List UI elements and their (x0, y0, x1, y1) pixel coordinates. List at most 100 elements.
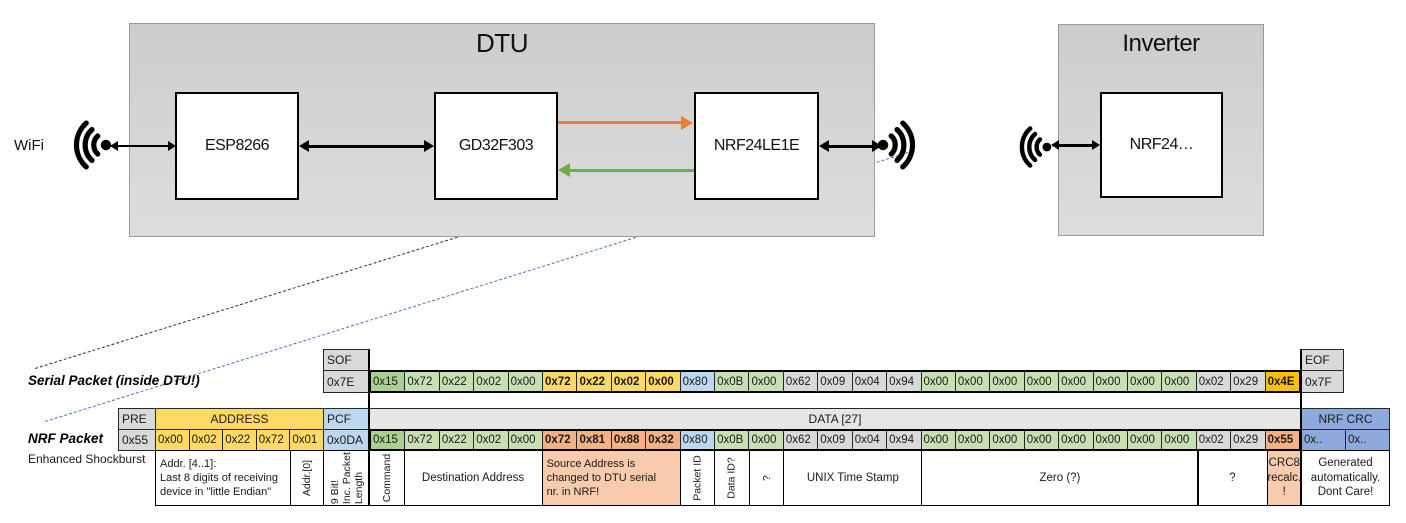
annotation-vertical-text: Command (380, 453, 393, 503)
byte-cell: 0x94 (887, 372, 922, 391)
sof-value-cell: 0x7E (323, 370, 370, 393)
annotation-cell: Destination Address (403, 450, 543, 506)
byte-cell: 0x00 (1024, 372, 1060, 391)
annotation-cell: Addr. [4..1]: Last 8 digits of receiving… (155, 450, 292, 506)
wifi-label: WiFi (14, 137, 44, 154)
annotation-cell: Generated automatically. Dont Care! (1301, 450, 1390, 506)
wifi-icon-inverter (1019, 126, 1052, 168)
byte-cell: 0x00 (1127, 431, 1163, 449)
byte-cell: 0x0B (715, 431, 750, 449)
address-header-cell: ADDRESS (155, 408, 324, 430)
annotation-cell: UNIX Time Stamp (783, 450, 923, 506)
byte-cell: 0x02 (474, 372, 509, 391)
pcf-header-cell: PCF (323, 408, 370, 430)
byte-cell: 0x94 (887, 431, 922, 449)
annotation-cell: 9 Bit! Inc. Packet Length (323, 450, 370, 506)
byte-cell: 0x00 (508, 372, 544, 391)
byte-cell: 0x02 (189, 430, 224, 450)
byte-cell: 0x62 (783, 431, 819, 449)
byte-cell: 0x00 (990, 372, 1025, 391)
byte-cell: 0x00 (955, 431, 991, 449)
annotation-cell: Addr.[0] (290, 450, 324, 506)
annotation-cell: Packet ID (679, 450, 716, 506)
byte-cell: 0x04 (852, 372, 888, 391)
eof-value-cell: 0x7F (1301, 370, 1344, 393)
enhanced-shockburst-label: Enhanced Shockburst (28, 452, 146, 466)
byte-cell: 0x00 (1093, 372, 1128, 391)
byte-cell: 0x22 (577, 372, 612, 391)
byte-cell: 0x80 (680, 372, 716, 391)
byte-cell: 0x.. (1302, 430, 1346, 450)
sof-header-cell: SOF (323, 349, 370, 371)
byte-cell: 0x02 (1196, 431, 1232, 449)
wifi-icon-left (73, 120, 112, 170)
byte-cell: 0x00 (1093, 431, 1128, 449)
serial-packet-label: Serial Packet (inside DTU!) (28, 373, 200, 388)
dtu-title: DTU (476, 28, 528, 58)
annotation-vertical-text: ? (760, 475, 773, 481)
pre-value-cell: 0x55 (118, 429, 156, 451)
byte-cell: 0x00 (921, 431, 956, 449)
byte-cell: 0x02 (1196, 372, 1232, 391)
nrf-crc-header-cell: NRF CRC (1301, 408, 1390, 430)
byte-cell: 0x4E (1265, 372, 1299, 391)
byte-cell: 0x22 (439, 431, 475, 449)
byte-cell: 0x00 (990, 431, 1025, 449)
byte-cell: 0x00 (749, 372, 784, 391)
chip-nrf24-inverter: NRF24… (1100, 92, 1223, 198)
byte-cell: 0x15 (371, 372, 406, 391)
byte-cell: 0x00 (955, 372, 991, 391)
byte-cell: 0x00 (921, 372, 956, 391)
byte-cell: 0x09 (818, 372, 853, 391)
byte-cell: 0x88 (611, 431, 647, 449)
nrf-packet-label: NRF Packet (28, 431, 104, 446)
byte-cell: 0x02 (474, 431, 509, 449)
data-right-connector-line (1300, 349, 1302, 505)
byte-cell: 0x15 (371, 431, 406, 449)
byte-cell: 0x00 (1059, 372, 1094, 391)
byte-cell: 0x00 (508, 431, 544, 449)
annotation-cell: ? (748, 450, 785, 506)
byte-cell: 0x00 (1059, 431, 1094, 449)
pre-header-cell: PRE (118, 408, 156, 430)
annotation-vertical-text: 9 Bit! Inc. Packet Length (328, 452, 365, 504)
byte-cell: 0x81 (577, 431, 612, 449)
byte-cell: 0x72 (543, 431, 578, 449)
annotation-vertical-text: Addr.[0] (301, 459, 314, 497)
byte-cell: 0x62 (783, 372, 819, 391)
byte-cell: 0x04 (852, 431, 888, 449)
byte-cell: 0x22 (439, 372, 475, 391)
pcf-value-cell: 0x0DA (323, 429, 370, 451)
byte-cell: 0x29 (1231, 372, 1266, 391)
nrf-crc-values-row: 0x..0x.. (1301, 429, 1390, 451)
annotation-vertical-text: Data ID? (725, 457, 738, 499)
data-header-cell: DATA [27] (369, 408, 1301, 430)
annotation-cell: Command (369, 450, 405, 506)
chip-gd32f303: GD32F303 (434, 92, 558, 200)
inverter-title: Inverter (1122, 30, 1200, 57)
byte-cell: 0x32 (646, 431, 681, 449)
wifi-icon-dtu-right (877, 120, 916, 170)
annotation-cell: Zero (?) (921, 450, 1199, 506)
byte-cell: 0x29 (1231, 431, 1266, 449)
byte-cell: 0x00 (1162, 372, 1197, 391)
byte-cell: 0x80 (680, 431, 716, 449)
byte-cell: 0x.. (1346, 430, 1389, 450)
byte-cell: 0x00 (1162, 431, 1197, 449)
byte-cell: 0x00 (646, 372, 681, 391)
byte-cell: 0x01 (290, 430, 323, 450)
byte-cell: 0x72 (256, 430, 291, 450)
byte-cell: 0x72 (405, 431, 440, 449)
byte-cell: 0x0B (715, 372, 750, 391)
byte-cell: 0x00 (749, 431, 784, 449)
annotation-vertical-text: Packet ID (691, 455, 704, 501)
byte-cell: 0x72 (543, 372, 578, 391)
byte-cell: 0x00 (156, 430, 190, 450)
byte-cell: 0x09 (818, 431, 853, 449)
chip-nrf24le1e: NRF24LE1E (694, 92, 819, 200)
byte-cell: 0x22 (223, 430, 257, 450)
